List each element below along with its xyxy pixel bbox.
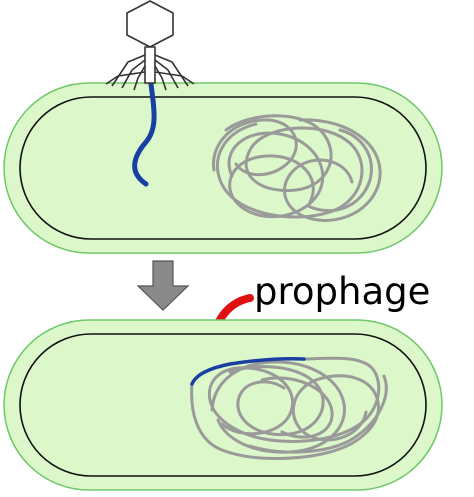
phage-head — [126, 0, 174, 48]
arrow-down-icon — [136, 260, 190, 311]
bottom-bacterial-chromosome — [190, 356, 388, 460]
top-cell-membrane — [19, 96, 427, 240]
phage-tail — [144, 46, 156, 84]
prophage-label: prophage — [254, 270, 430, 313]
bottom-bacterium — [3, 319, 443, 491]
top-bacterial-chromosome — [212, 114, 382, 222]
bacteriophage-icon — [105, 0, 195, 91]
top-cell-outer-wall — [3, 82, 443, 254]
top-bacterium — [3, 81, 443, 254]
top-phage-dna — [132, 81, 157, 187]
phage-tail-fibers — [105, 54, 195, 91]
bottom-cell-membrane — [19, 333, 427, 477]
integrated-prophage-dna — [190, 357, 306, 386]
